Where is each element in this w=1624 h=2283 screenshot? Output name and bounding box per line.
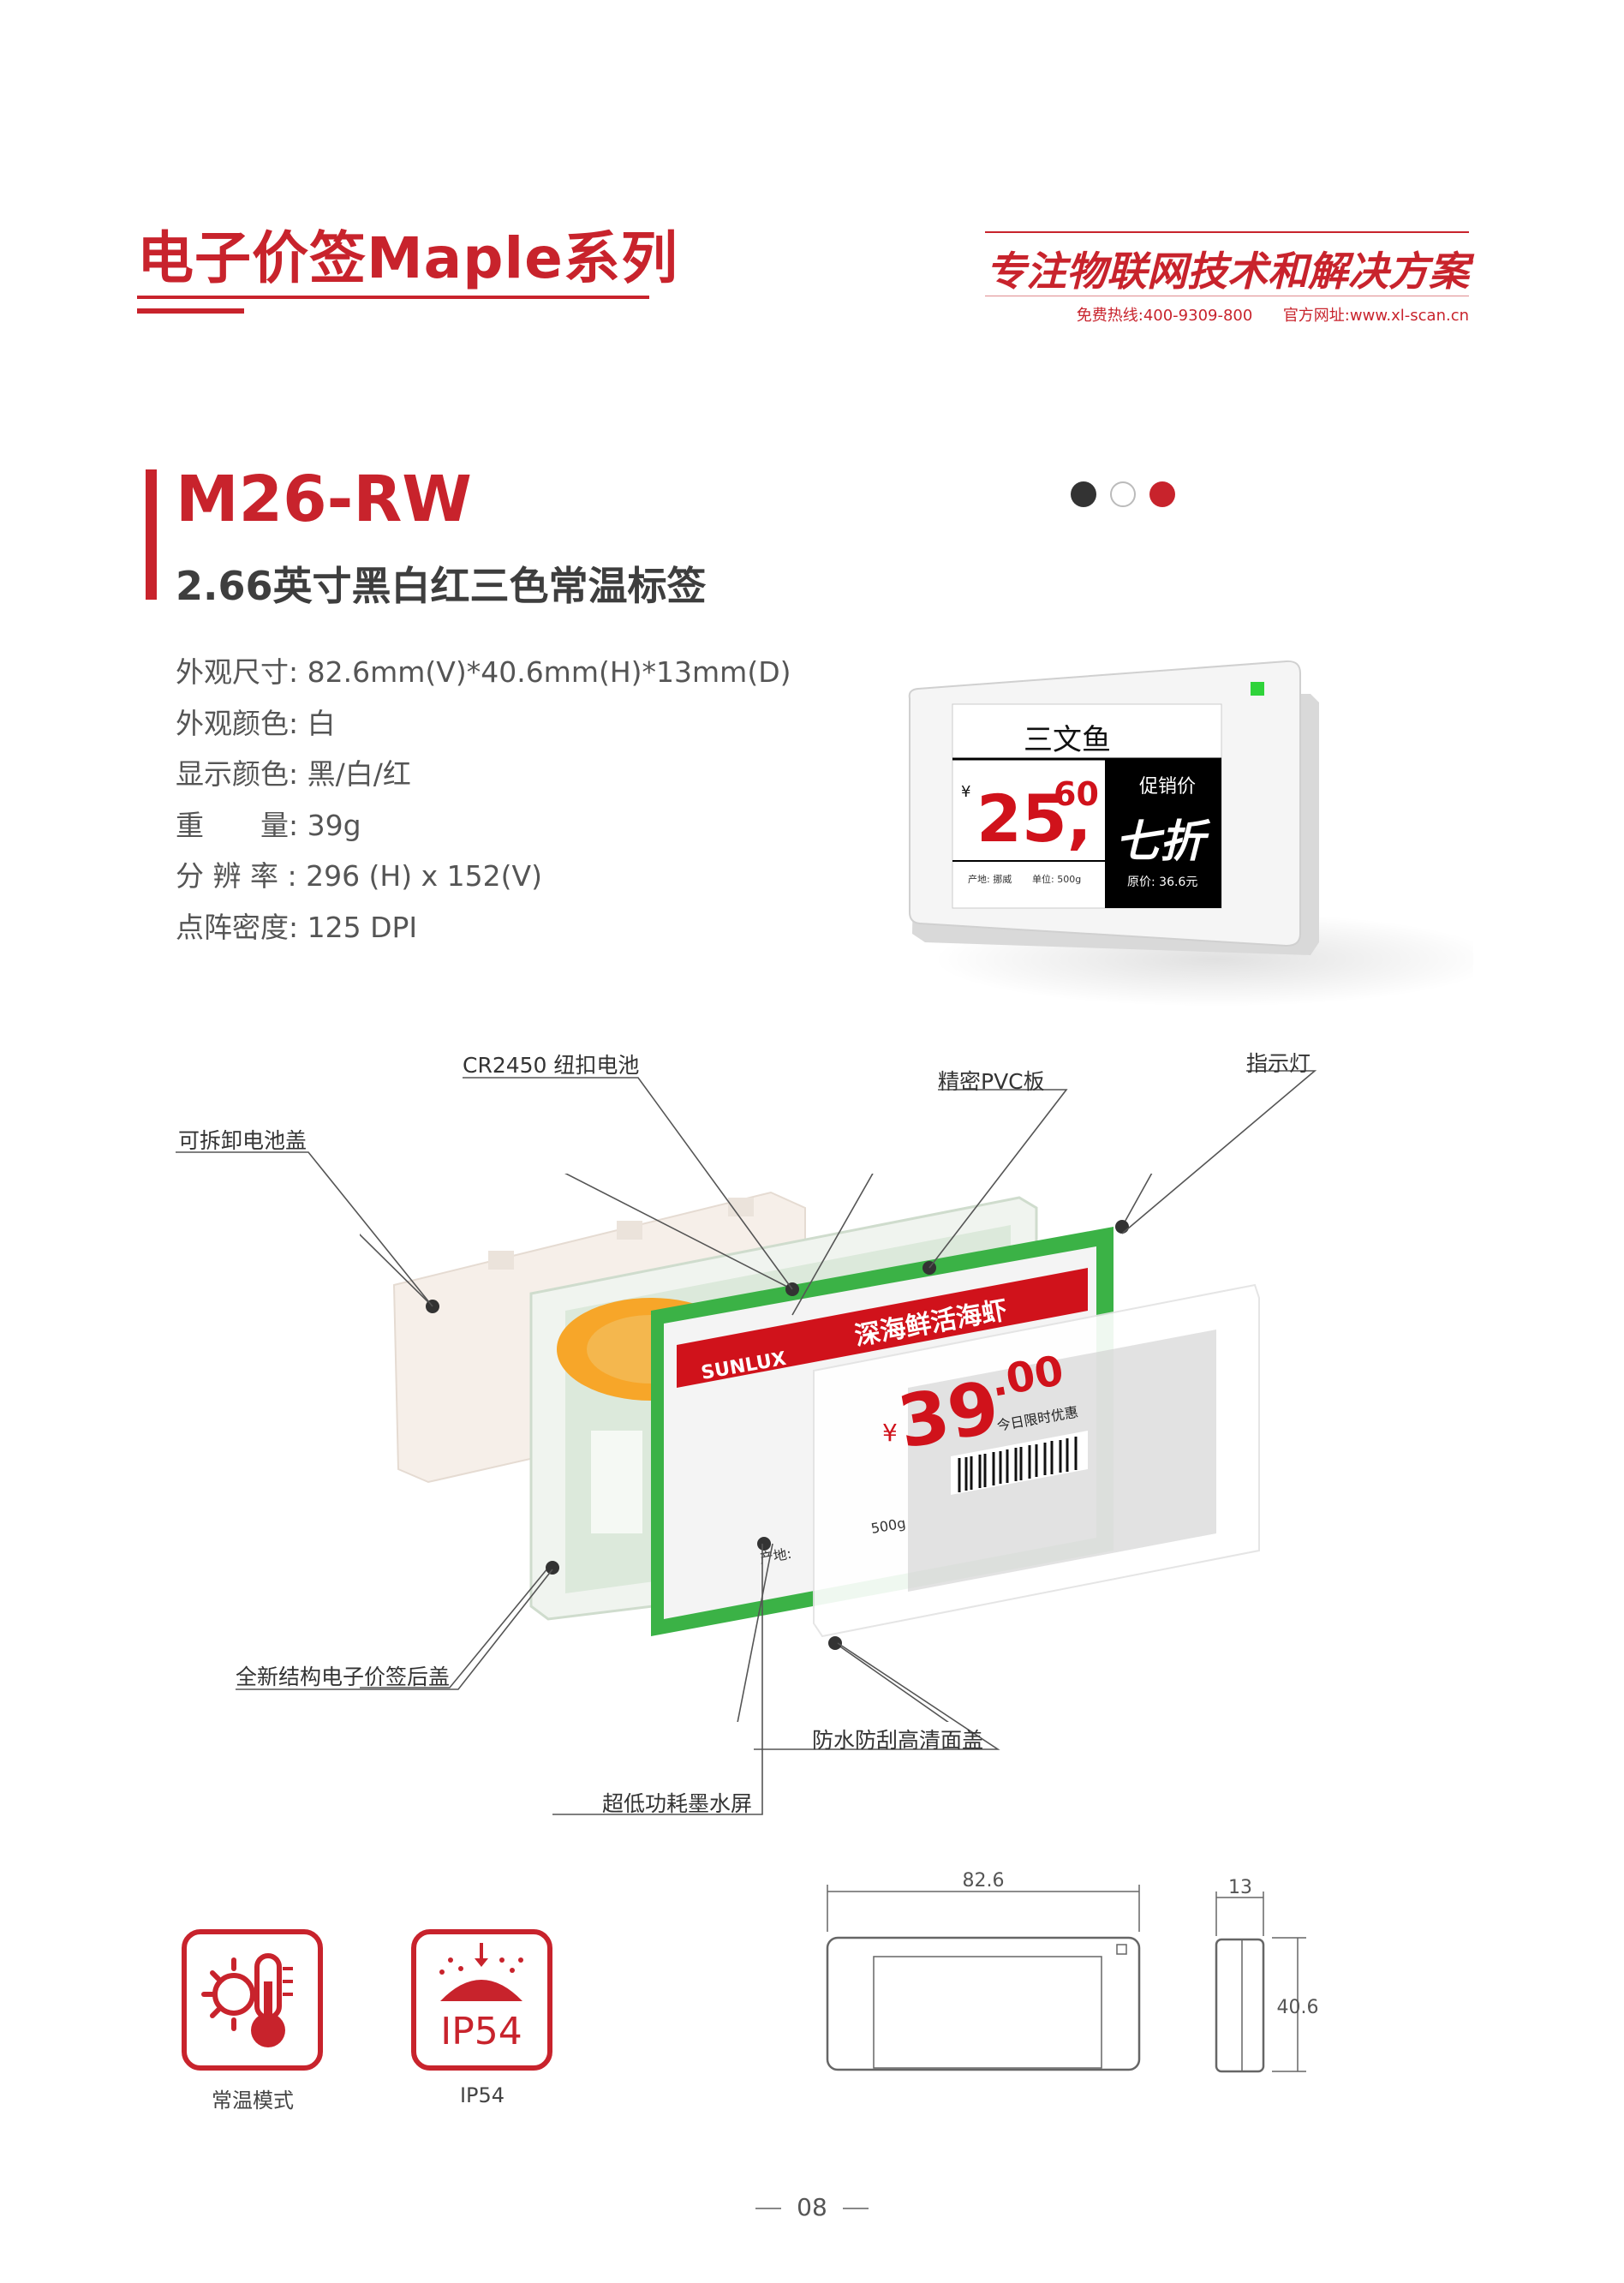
leader-front-cover: [834, 1642, 949, 1722]
spec-row: 外观颜色: 白: [176, 701, 791, 752]
ip54-badge-text: IP54: [440, 2010, 522, 2053]
callout-front-cover: 防水防刮高清面盖: [812, 1728, 984, 1753]
spec-label: 点阵密度:: [176, 910, 299, 944]
slogan-rule-top: [985, 231, 1469, 233]
screen-discount: 七折: [1115, 816, 1211, 868]
leader-pvc: [791, 1174, 874, 1316]
page-dash: [842, 2208, 869, 2209]
front-outline: [826, 1936, 1141, 2071]
screen-product-name: 三文鱼: [1024, 723, 1111, 757]
spec-row: 外观尺寸: 82.6mm(V)*40.6mm(H)*13mm(D): [176, 649, 791, 701]
leader-back-cover: [236, 1569, 553, 1690]
spec-row: 分 辨 率 : 296 (H) x 152(V): [176, 853, 791, 905]
color-swatch-white: [1110, 481, 1136, 507]
spec-value: 296 (H) x 152(V): [296, 859, 542, 893]
exploded-view: SUNLUX 深海鲜活海虾 ¥ 39 .00 今日限时优惠 产地: 500g: [360, 1174, 1260, 1722]
callout-dot: [546, 1561, 559, 1575]
spec-row: 显示颜色: 黑/白/红: [176, 751, 791, 803]
callout-dot: [757, 1537, 771, 1551]
model-name: M26-RW: [176, 463, 472, 536]
leader-back-cover: [360, 1567, 549, 1688]
front-led-outline: [1116, 1944, 1127, 1955]
spec-value: 82.6mm(V)*40.6mm(H)*13mm(D): [298, 655, 791, 689]
leader-battery: [463, 1077, 793, 1290]
callout-battery-cover: 可拆卸电池盖: [178, 1128, 307, 1153]
screen-original-price: 原价: 36.6元: [1127, 876, 1197, 889]
spec-row: 重 量: 39g: [176, 803, 791, 854]
spec-value: 39g: [298, 808, 361, 842]
hotline: 免费热线:400-9309-800: [1076, 307, 1253, 325]
spec-label: 显示颜色:: [176, 757, 299, 791]
callout-dot: [828, 1636, 842, 1650]
cover-clip: [728, 1198, 754, 1216]
screen-promo-label: 促销价: [1139, 776, 1196, 798]
screen-black-panel: [1105, 759, 1221, 908]
spec-label: 重 量:: [176, 808, 299, 842]
spec-value: 黑/白/红: [298, 757, 411, 791]
front-screen-outline: [873, 1956, 1102, 2069]
leader-indicator: [1121, 1174, 1153, 1228]
leader-front-cover: [754, 1642, 1000, 1750]
feature-temperature-label: 常温模式: [212, 2089, 294, 2113]
spec-row: 点阵密度: 125 DPI: [176, 905, 791, 956]
callout-pvc: 精密PVC板: [938, 1069, 1045, 1094]
leader-battery-cover: [360, 1234, 433, 1307]
cover-clip: [617, 1221, 642, 1240]
color-swatch-black: [1071, 481, 1096, 507]
umbrella-rain-icon: IP54: [439, 1943, 523, 2053]
back-cover-slot: [591, 1431, 642, 1533]
side-outline: [1215, 1938, 1265, 2073]
spec-label: 外观颜色:: [176, 706, 299, 740]
model-subtitle: 2.66英寸黑白红三色常温标签: [176, 563, 707, 609]
indicator-led: [1251, 682, 1264, 696]
callout-back-cover: 全新结构电子价签后盖: [236, 1664, 451, 1689]
leader-eink: [737, 1543, 773, 1722]
screen-currency: ¥: [961, 783, 970, 801]
callout-indicator: 指示灯: [1246, 1051, 1311, 1076]
barcode-bars: [958, 1437, 1078, 1492]
screen-price-dec: 60: [1054, 775, 1099, 813]
page-number: 08: [0, 2193, 1624, 2221]
dim-width-label: 82.6: [963, 1870, 1005, 1892]
leader-battery-cover: [176, 1151, 433, 1307]
dimension-drawing: 82.6 13 40.6: [826, 1870, 1319, 2073]
feature-temperature: [182, 1929, 323, 2071]
leader-indicator: [1121, 1070, 1317, 1234]
dim-height-label: 40.6: [1277, 1997, 1319, 2018]
product-photo: 三文鱼 ¥ 25, 60 促销价 七折 原价: 36.6元 产地: 挪威 单位:…: [908, 660, 1473, 1007]
page-dash: [755, 2208, 782, 2209]
website: 官方网址:www.xl-scan.cn: [1282, 307, 1469, 325]
title-underline: [137, 296, 649, 299]
screen-origin: 产地: 挪威: [968, 873, 1012, 885]
leader-pvc: [928, 1089, 1068, 1269]
barcode: [951, 1431, 1088, 1495]
dim-depth-label: 13: [1228, 1877, 1252, 1898]
screen-price-int: 25,: [976, 780, 1092, 857]
leader-battery: [564, 1174, 793, 1290]
eink-price-int: 39: [892, 1365, 1005, 1465]
title-underline-accent: [137, 308, 244, 314]
spec-value: 125 DPI: [298, 910, 418, 944]
callout-battery: CR2450 纽扣电池: [463, 1053, 640, 1078]
spec-value: 白: [298, 706, 336, 740]
cover-clip: [488, 1251, 514, 1270]
eink-header-band: [677, 1268, 1088, 1388]
spec-label: 分 辨 率 :: [176, 859, 297, 893]
screen-unit: 单位: 500g: [1032, 873, 1081, 885]
spec-list: 外观尺寸: 82.6mm(V)*40.6mm(H)*13mm(D) 外观颜色: …: [176, 649, 791, 955]
series-title: 电子价签Maple系列: [137, 225, 678, 291]
page-number-text: 08: [797, 2193, 827, 2221]
company-slogan: 专注物联网技术和解决方案: [986, 248, 1469, 296]
model-accent-bar: [146, 469, 157, 600]
color-swatch-red: [1149, 481, 1175, 507]
callout-eink: 超低功耗墨水屏: [602, 1791, 753, 1816]
feature-ip54: IP54: [411, 1929, 552, 2071]
spec-label: 外观尺寸:: [176, 655, 299, 689]
feature-ip54-label: IP54: [459, 2083, 505, 2107]
contact-info: 免费热线:400-9309-800 官方网址:www.xl-scan.cn: [985, 303, 1469, 326]
eink-currency: ¥: [882, 1419, 898, 1447]
thermometer-sun-icon: [201, 1953, 293, 2047]
leader-eink: [552, 1544, 763, 1815]
